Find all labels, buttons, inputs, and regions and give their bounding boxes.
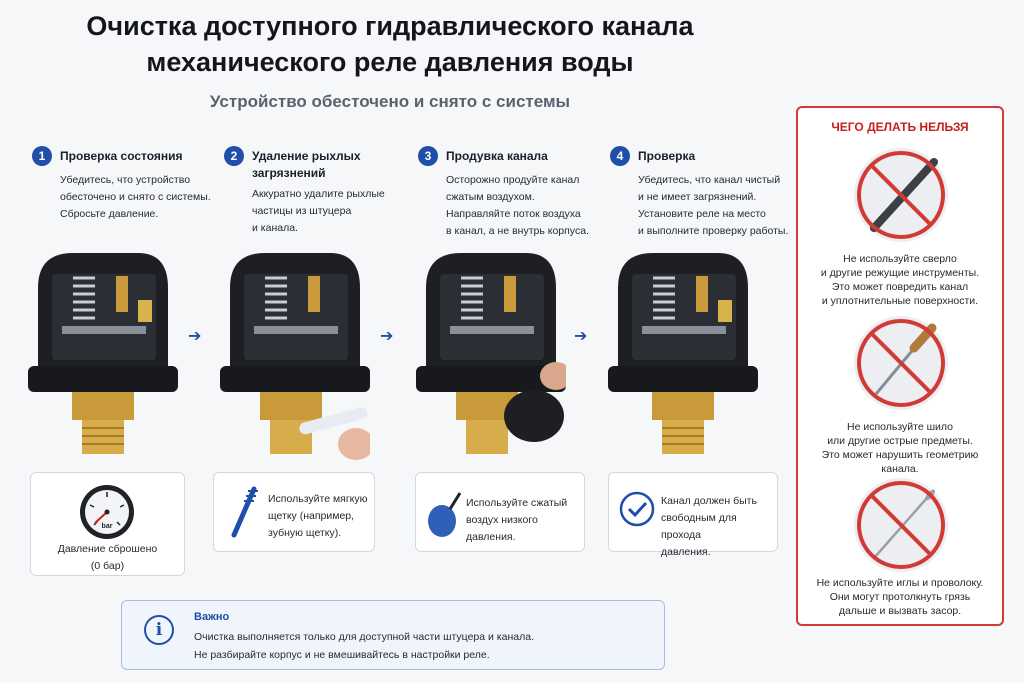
step-number: 1	[32, 146, 52, 166]
needle-icon	[857, 481, 945, 569]
info-icon: i	[144, 615, 174, 645]
dont-panel: ЧЕГО ДЕЛАТЬ НЕЛЬЗЯ Не используйте сверло…	[796, 106, 1004, 626]
step-number: 2	[224, 146, 244, 166]
page-subtitle: Устройство обесточено и снято с системы	[209, 92, 571, 111]
check-note: Канал должен быть свободным для прохода …	[608, 472, 778, 558]
step-number: 3	[418, 146, 438, 166]
step-2: 2 Удаление рыхлых загрязнений Аккуратно …	[224, 146, 409, 237]
step-4: 4 Проверка Убедитесь, что канал чистый и…	[610, 146, 795, 240]
step-title: Продувка канала	[446, 149, 548, 163]
step-3: 3 Продувка канала Осторожно продуйте кан…	[418, 146, 603, 240]
air-note: Используйте сжатый воздух низкого давлен…	[415, 472, 585, 552]
step-text: Убедитесь, что канал чистый и не имеет з…	[638, 174, 789, 237]
step-text: Аккуратно удалите рыхлые частицы из штуц…	[252, 188, 385, 234]
step-1: 1 Проверка состояния Убедитесь, что устр…	[32, 146, 217, 223]
pressure-relay-image	[28, 253, 178, 454]
pressure-gauge-icon: bar	[80, 485, 134, 539]
gauge-note: bar Давление сброшено (0 бар)	[30, 472, 185, 576]
checkmark-icon	[619, 491, 655, 527]
page-title: Очистка доступного гидравлического канал…	[86, 11, 694, 77]
step-number: 4	[610, 146, 630, 166]
important-box: i Важно Очистка выполняется только для д…	[121, 600, 665, 670]
important-title: Важно	[194, 611, 230, 623]
arrow-right-icon: ➔	[574, 328, 588, 345]
arrow-right-icon: ➔	[380, 328, 394, 345]
important-line: Очистка выполняется только для доступной…	[194, 631, 534, 643]
pressure-relay-image	[608, 253, 758, 454]
toothbrush-icon	[231, 486, 258, 538]
drill-bit-icon	[857, 151, 945, 239]
step-title: Проверка состояния	[60, 149, 183, 163]
brush-note: Используйте мягкую щетку (например, зубн…	[213, 472, 375, 552]
air-blower-icon	[428, 492, 462, 537]
gauge-unit-label: bar	[102, 523, 113, 530]
dont-panel-title: ЧЕГО ДЕЛАТЬ НЕЛЬЗЯ	[831, 120, 969, 134]
step-title: Проверка	[638, 149, 696, 163]
important-line: Не разбирайте корпус и не вмешивайтесь в…	[194, 649, 490, 661]
step-text: Осторожно продуйте канал сжатым воздухом…	[446, 174, 589, 237]
pressure-relay-image	[220, 253, 370, 460]
pressure-relay-image	[416, 253, 566, 454]
step-title: Удаление рыхлых загрязнений	[252, 149, 361, 180]
awl-icon	[857, 319, 945, 407]
step-text: Убедитесь, что устройство обесточено и с…	[60, 174, 211, 220]
arrow-right-icon: ➔	[188, 328, 202, 345]
